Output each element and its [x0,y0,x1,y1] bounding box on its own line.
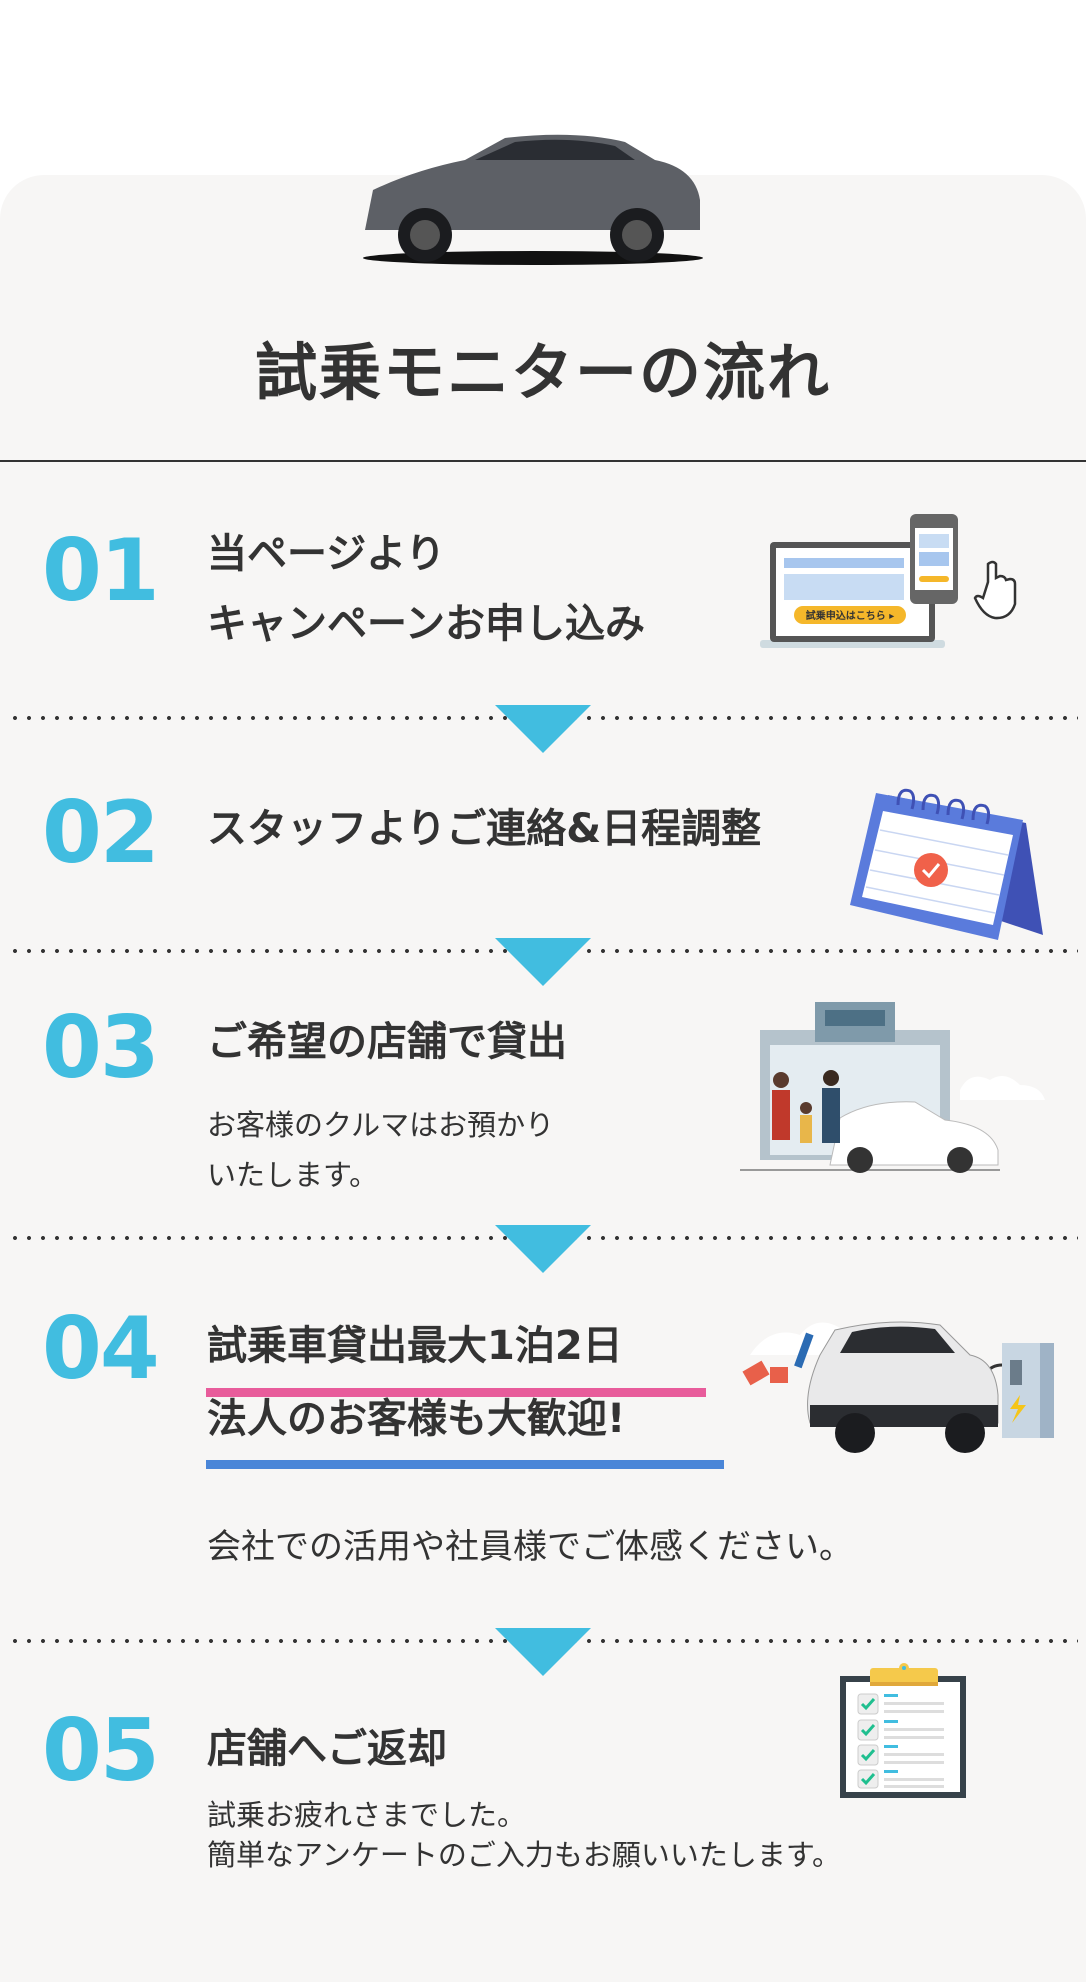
step-03-number: 03 [42,998,160,1098]
step-01-number: 01 [42,521,160,621]
laptop-phone-illustration: 試乗申込はこちら ▸ [760,514,1017,648]
step-03-description-line2: いたします。 [207,1158,379,1192]
page-title: 試乗モニターの流れ [254,336,831,409]
dealership-illustration [740,1002,1045,1173]
pink-underline [206,1388,706,1397]
step-05-description-line1: 試乗お疲れさまでした。 [207,1798,527,1832]
step-04-title-line2: 法人のお客様も大歓迎! [207,1396,626,1442]
step-03-title: ご希望の店舗で貸出 [207,1019,567,1065]
step-05-description-line2: 簡単なアンケートのご入力もお願いいたします。 [207,1838,841,1872]
apply-button-text: 試乗申込はこちら ▸ [806,609,895,622]
step-04-title-line1: 試乗車貸出最大1泊2日 [207,1323,623,1369]
down-arrow-icon [495,705,591,753]
step-01-title-line2: キャンペーンお申し込み [207,601,645,647]
down-arrow-icon [495,938,591,986]
step-05-number: 05 [42,1701,160,1801]
ev-charging-illustration [742,1321,1054,1453]
step-02-number: 02 [42,783,160,883]
blue-underline [206,1460,724,1469]
step-04-number: 04 [42,1299,160,1399]
down-arrow-icon [495,1628,591,1676]
step-05-title: 店舗へご返却 [207,1726,447,1772]
title-divider [0,460,1086,462]
step-01-title-line1: 当ページより [207,531,446,577]
step-03-description-line1: お客様のクルマはお預かり [207,1108,555,1142]
step-04-description: 会社での活用や社員様でご体感ください。 [207,1527,853,1567]
checklist-clipboard-icon [840,1663,966,1798]
hero-car-image [363,134,703,265]
step-02-title: スタッフよりご連絡&日程調整 [207,806,762,852]
calendar-illustration [850,788,1043,940]
down-arrow-icon [495,1225,591,1273]
